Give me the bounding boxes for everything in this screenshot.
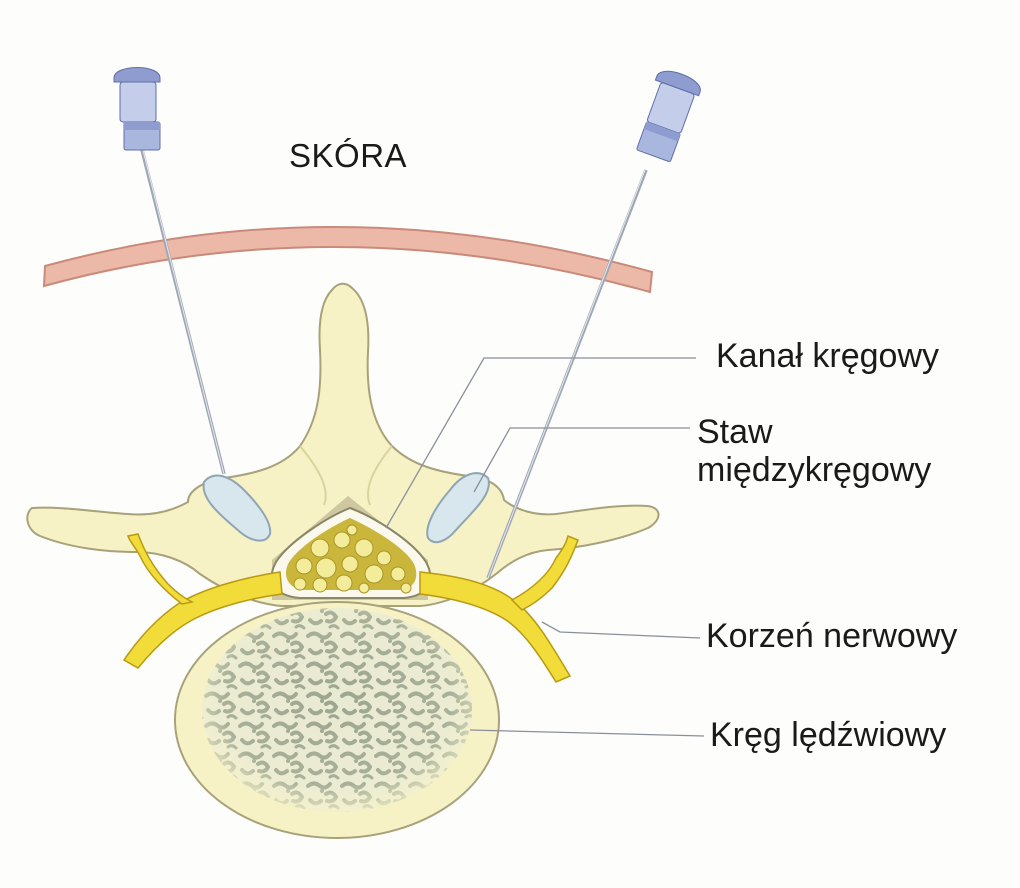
skin-layer — [42, 225, 654, 294]
label-facet-joint-line2: międzykręgowy — [697, 451, 932, 489]
label-lumbar-vertebra: Kręg lędźwiowy — [710, 716, 947, 754]
leader-line-spinal-canal — [385, 357, 696, 529]
leader-lines — [385, 357, 705, 737]
label-skin: SKÓRA — [289, 137, 408, 174]
leader-line-facet-joint — [473, 427, 690, 493]
nerve-roots — [122, 533, 579, 683]
facet-joints — [202, 472, 490, 544]
needle-icon — [113, 67, 226, 475]
leader-line-nerve-root — [541, 621, 701, 639]
label-nerve-root: Korzeń nerwowy — [706, 617, 958, 655]
vertebral-body — [174, 601, 500, 839]
label-facet-joint: Staw międzykręgowy — [697, 413, 931, 489]
label-spinal-canal: Kanał kręgowy — [716, 337, 940, 375]
spinal-canal — [271, 496, 432, 600]
needle-icon — [486, 70, 701, 579]
label-facet-joint-line1: Staw — [697, 413, 773, 451]
leader-line-vertebra — [469, 729, 705, 737]
